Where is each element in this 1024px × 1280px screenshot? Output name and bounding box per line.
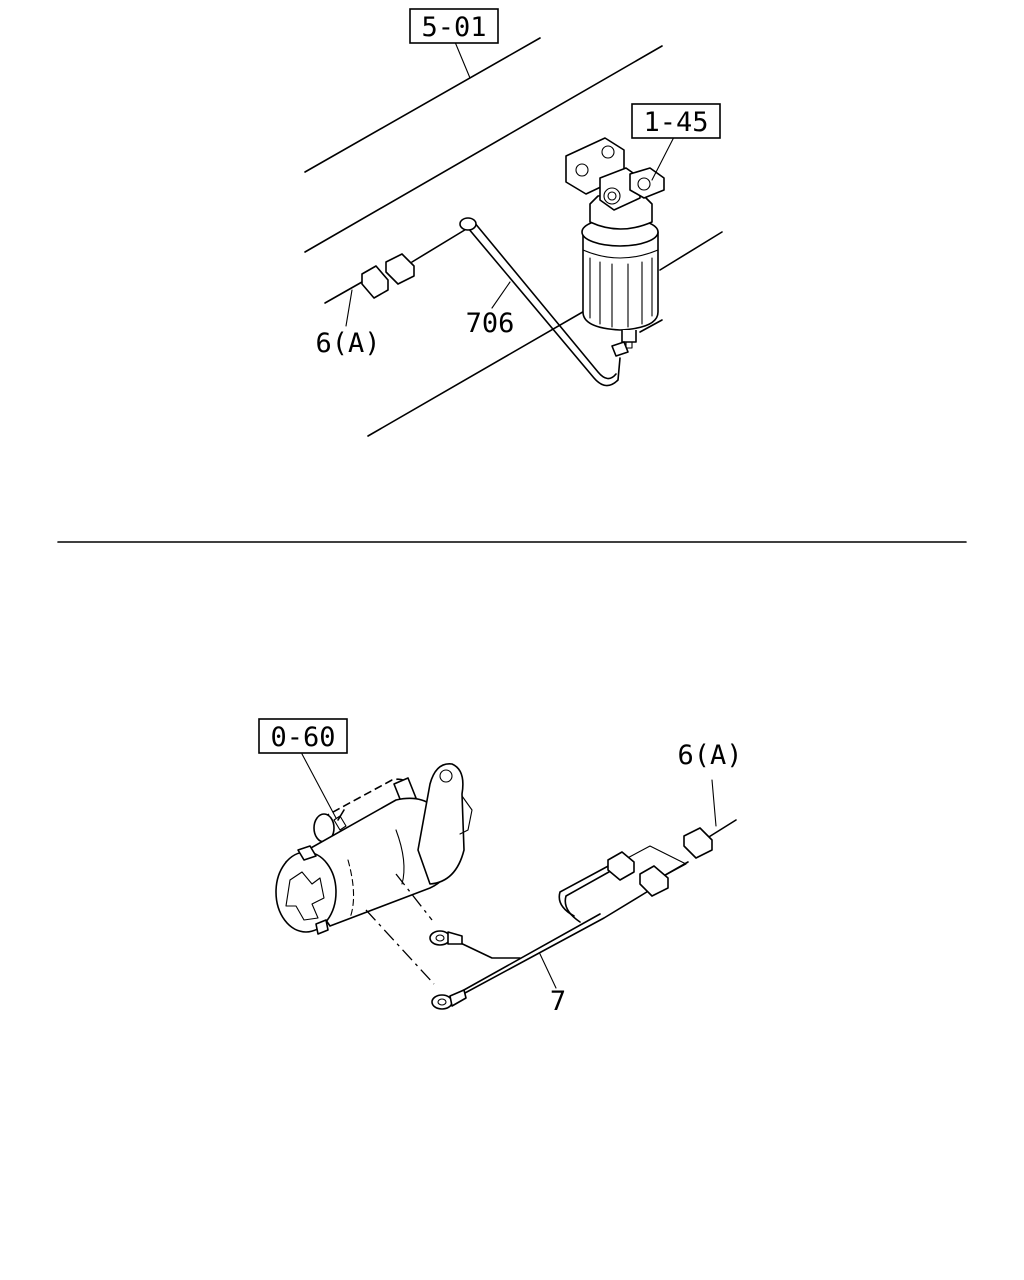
harness-7 — [429, 819, 737, 1010]
ref-label-0-60[interactable]: 0-60 — [258, 718, 348, 754]
frame-rails — [304, 37, 723, 437]
harness-706 — [324, 217, 629, 387]
ref-label-5-01[interactable]: 5-01 — [409, 8, 499, 44]
leader-lines-top — [345, 41, 675, 327]
ref-label-1-45[interactable]: 1-45 — [631, 103, 721, 139]
part-label-706[interactable]: 706 — [466, 308, 515, 339]
leader-lines-bottom — [301, 753, 717, 989]
svg-text:0-60: 0-60 — [270, 722, 335, 753]
part-label-7[interactable]: 7 — [550, 986, 566, 1017]
svg-text:1-45: 1-45 — [643, 107, 708, 138]
part-label-6a-top[interactable]: 6(A) — [315, 328, 380, 359]
part-label-6a-bottom[interactable]: 6(A) — [677, 740, 742, 771]
location-lines — [365, 873, 435, 985]
starter-motor — [275, 763, 473, 935]
fuel-filter-assembly — [565, 137, 665, 349]
svg-text:5-01: 5-01 — [421, 12, 486, 43]
